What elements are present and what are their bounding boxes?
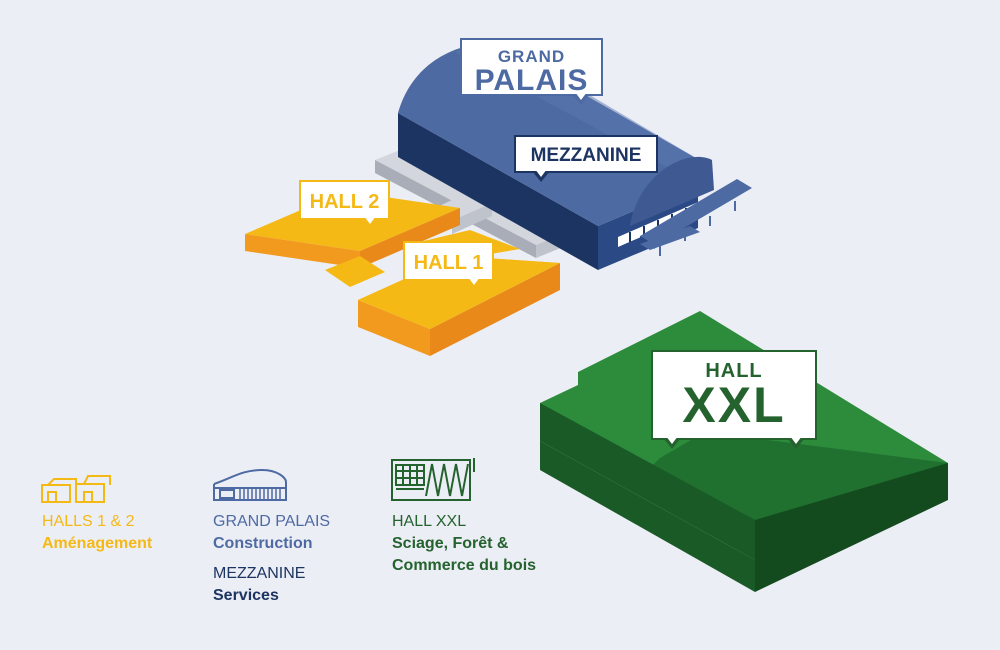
two-halls-icon [41, 475, 111, 503]
legend-grand-palais-sub: Construction [213, 535, 313, 552]
legend-mezzanine: MEZZANINE Services [213, 563, 305, 607]
mezzanine-callout: MEZZANINE [514, 135, 658, 182]
legend-grand-palais-name: GRAND PALAIS [213, 513, 331, 530]
hall-xxl-callout: HALL XXL [651, 350, 817, 449]
legend-grand-palais: GRAND PALAIS Construction [213, 511, 330, 555]
legend-halls: HALLS 1 & 2 Aménagement [42, 511, 152, 555]
hall-2-callout-label: HALL 2 [309, 191, 380, 213]
sawmill-hall-icon [391, 458, 475, 501]
hall-2-callout: HALL 2 [299, 180, 390, 229]
hall-xxl-callout-line1: HALL [705, 360, 763, 382]
hall-1-callout: HALL 1 [403, 241, 494, 290]
hall-1-callout-label: HALL 1 [413, 252, 484, 274]
mezzanine-callout-label: MEZZANINE [530, 145, 642, 166]
grand-palais-callout: GRAND PALAIS [460, 38, 603, 105]
hall-xxl-callout-line2: XXL [682, 377, 786, 433]
grand-palais-callout-line1: GRAND [497, 47, 566, 66]
legend-mezzanine-name: MEZZANINE [213, 565, 306, 582]
grand-palais-callout-line2: PALAIS [474, 64, 589, 97]
dome-hall-icon [213, 468, 287, 501]
legend-mezzanine-sub: Services [213, 587, 279, 604]
legend-hall-xxl-name: HALL XXL [392, 513, 467, 530]
legend-halls-name: HALLS 1 & 2 [42, 513, 135, 530]
legend-halls-sub: Aménagement [42, 535, 153, 552]
legend-hall-xxl-sub: Sciage, Forêt & Commerce du bois [392, 535, 537, 574]
hall-2-building [245, 191, 460, 287]
legend-hall-xxl: HALL XXL Sciage, Forêt & Commerce du boi… [392, 511, 592, 577]
